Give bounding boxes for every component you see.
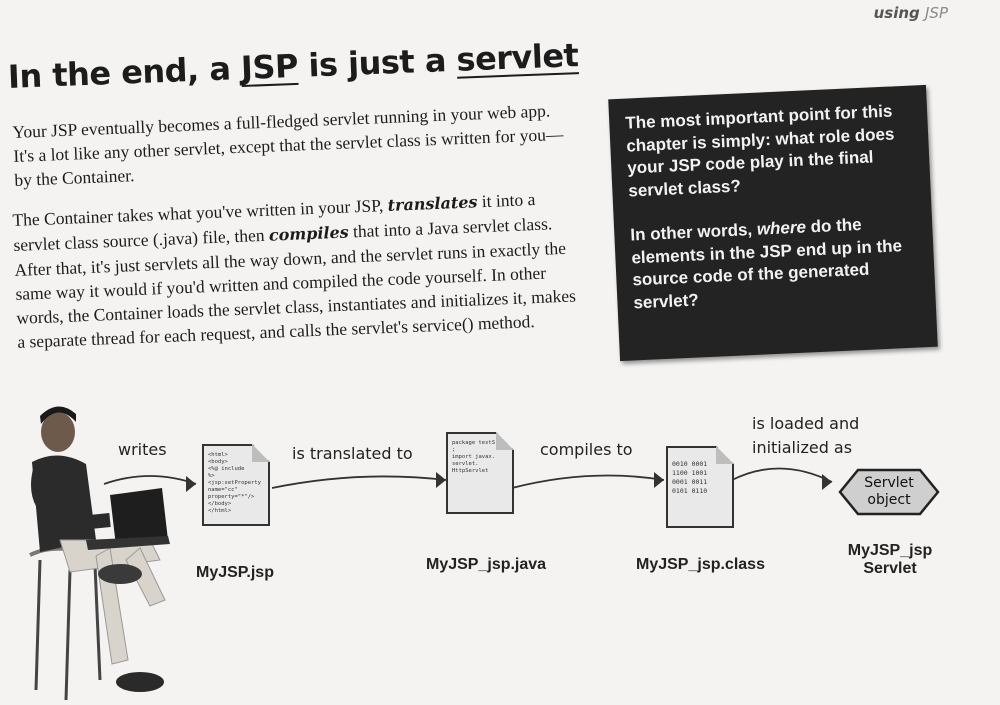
running-header: using JSP bbox=[874, 4, 948, 22]
java-file-icon: package testS ; import javax. servlet. H… bbox=[446, 432, 514, 514]
filename-java: MyJSP_jsp.java bbox=[426, 556, 547, 573]
arrowhead-translated bbox=[436, 472, 446, 488]
person-illustration bbox=[29, 406, 170, 701]
java-file-code: package testS ; import javax. servlet. H… bbox=[452, 440, 496, 474]
label-compiles-to: compiles to bbox=[540, 440, 633, 459]
label-initialized-as: initialized as bbox=[752, 438, 853, 457]
label-is-loaded-and: is loaded and bbox=[752, 414, 860, 433]
arrowhead-loaded bbox=[822, 474, 832, 490]
jsp-file-fold bbox=[252, 444, 270, 462]
filename-class: MyJSP_jsp.class bbox=[636, 556, 765, 573]
java-file-fold bbox=[496, 432, 514, 450]
servlet-object-line-2: object bbox=[867, 492, 911, 508]
servlet-name-line-1: MyJSP_jsp bbox=[847, 542, 933, 559]
class-file-code: 0010 0001 1100 1001 0001 0011 0101 0110 bbox=[672, 460, 708, 495]
running-header-word: using bbox=[873, 4, 920, 22]
flow-arrows bbox=[103, 467, 833, 489]
jsp-file-code: <html> <body> <%@ include %> <jsp:setPro… bbox=[208, 452, 261, 514]
arrowhead-writes bbox=[186, 476, 196, 492]
arrow-loaded bbox=[731, 467, 833, 483]
arrow-translated bbox=[271, 475, 447, 489]
running-header-accent: JSP bbox=[925, 4, 948, 22]
class-file-fold bbox=[716, 446, 734, 464]
servlet-name-label: MyJSP_jsp Servlet bbox=[842, 542, 938, 578]
servlet-object-line-1: Servlet bbox=[864, 475, 914, 491]
label-writes: writes bbox=[118, 440, 167, 459]
servlet-object-shape bbox=[838, 468, 940, 516]
arrow-writes bbox=[103, 475, 197, 485]
servlet-object-label: Servlet object bbox=[852, 475, 926, 509]
arrow-compiles bbox=[511, 474, 665, 489]
label-is-translated-to: is translated to bbox=[292, 444, 413, 463]
arrowhead-compiles bbox=[654, 472, 664, 488]
filename-jsp: MyJSP.jsp bbox=[196, 564, 274, 581]
servlet-name-line-2: Servlet bbox=[863, 560, 917, 577]
